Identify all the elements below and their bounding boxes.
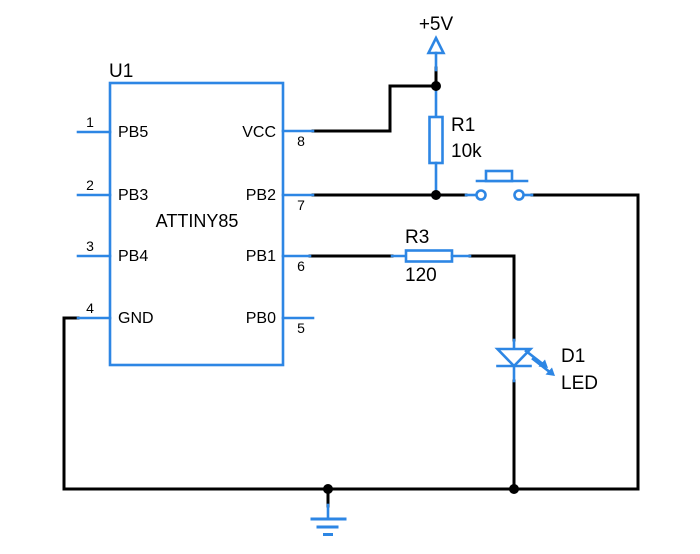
led-triangle xyxy=(494,347,534,368)
ground-symbol-icon xyxy=(310,503,347,536)
pin-number-1: 1 xyxy=(86,114,94,130)
led-light-arrows-icon xyxy=(524,349,555,376)
ic-left-pin-stubs xyxy=(76,130,112,320)
pin-label-pb0: PB0 xyxy=(246,310,276,327)
r1-body xyxy=(428,115,444,165)
pin-label-pb1: PB1 xyxy=(246,248,276,265)
junction-r1-pb2 xyxy=(431,190,441,200)
pin-number-7: 7 xyxy=(297,197,305,213)
wire-r3-to-led xyxy=(468,254,516,342)
pin-label-pb2: PB2 xyxy=(246,187,276,204)
button-terminal-right xyxy=(513,189,525,201)
junction-power xyxy=(431,81,441,91)
led-symbol: D1 LED xyxy=(494,338,598,394)
pin-number-2: 2 xyxy=(86,177,94,193)
junction-ground-symbol xyxy=(323,484,333,494)
d1-designator: D1 xyxy=(561,346,585,367)
pin-number-3: 3 xyxy=(86,238,94,254)
pin-label-vcc: VCC xyxy=(242,124,276,141)
junction-led-ground xyxy=(509,484,519,494)
r3-value: 120 xyxy=(405,265,437,286)
pin-number-6: 6 xyxy=(297,258,305,274)
wire-ground-loop xyxy=(62,193,640,491)
r3-designator: R3 xyxy=(405,227,429,248)
r1-value: 10k xyxy=(451,141,482,162)
pin-label-pb5: PB5 xyxy=(118,124,148,141)
junction-dots xyxy=(323,81,519,494)
pin-label-pb4: PB4 xyxy=(118,248,148,265)
pin-number-5: 5 xyxy=(297,320,305,336)
d1-value: LED xyxy=(561,373,598,394)
resistor-r1-symbol: R1 10k xyxy=(428,84,482,197)
power-5v-symbol: +5V xyxy=(419,14,454,72)
pushbutton-symbol xyxy=(464,169,534,201)
button-terminal-left xyxy=(475,189,487,201)
wire-net xyxy=(62,66,640,508)
r3-body xyxy=(404,249,454,263)
ic-right-pin-labels: VCC PB2 PB1 PB0 xyxy=(242,124,276,327)
wire-vcc xyxy=(311,84,438,133)
ic-left-pin-labels: PB5 PB3 PB4 GND xyxy=(118,124,154,327)
power-5v-label: +5V xyxy=(419,14,454,35)
pin-number-8: 8 xyxy=(297,133,305,149)
ic-designator: U1 xyxy=(109,61,133,82)
r1-designator: R1 xyxy=(451,115,475,136)
ic-left-pin-numbers: 1 2 3 4 xyxy=(86,114,94,316)
ic-right-pin-stubs xyxy=(281,129,315,320)
pin-label-gnd: GND xyxy=(118,310,154,327)
ic-name: ATTINY85 xyxy=(156,211,239,231)
power-arrow-icon xyxy=(426,35,446,55)
ic-attiny85: U1 ATTINY85 PB5 PB3 PB4 GND VCC PB2 PB1 xyxy=(76,61,315,367)
pin-number-4: 4 xyxy=(86,300,94,316)
resistor-r3-symbol: R3 120 xyxy=(390,227,472,286)
button-cap xyxy=(484,169,514,183)
ic-body xyxy=(108,81,285,367)
pin-label-pb3: PB3 xyxy=(118,187,148,204)
ic-right-pin-numbers: 8 7 6 5 xyxy=(297,133,305,336)
